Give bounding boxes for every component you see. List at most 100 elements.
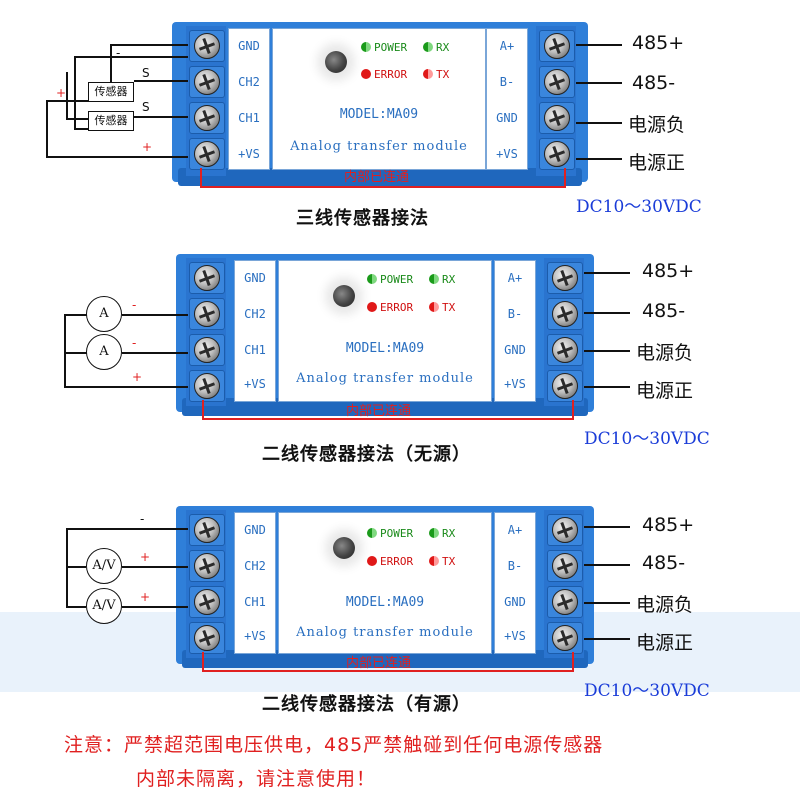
sensor-box-1: 传感器	[88, 82, 134, 102]
internal-link-wire	[202, 670, 574, 672]
terminal-b-minus[interactable]	[547, 550, 583, 582]
address-knob[interactable]	[325, 51, 347, 73]
internal-link-wire	[572, 652, 574, 672]
wire	[584, 564, 630, 566]
wire	[576, 44, 622, 46]
terminal-vs[interactable]	[189, 138, 225, 170]
terminal-a-plus[interactable]	[547, 514, 583, 546]
terminal-ch1[interactable]	[189, 102, 225, 134]
terminal-gnd[interactable]	[189, 262, 225, 294]
terminal-ch2[interactable]	[189, 550, 225, 582]
terminal-ch2[interactable]	[189, 66, 225, 98]
internal-link-label: 内部已连通	[346, 404, 412, 419]
wire	[134, 80, 188, 82]
wire	[66, 566, 86, 568]
screw-icon	[194, 265, 220, 291]
wire	[584, 386, 630, 388]
wire	[584, 350, 630, 352]
screw-icon	[552, 517, 578, 543]
terminal-b-minus[interactable]	[539, 66, 575, 98]
minus-mark: -	[132, 298, 137, 312]
terminal-485-plus: 485+	[642, 514, 695, 536]
screw-icon	[194, 337, 220, 363]
led-error: ERROR	[367, 555, 413, 568]
terminal-gnd-right[interactable]	[547, 334, 583, 366]
terminal-a-plus[interactable]	[547, 262, 583, 294]
terminal-vs[interactable]	[189, 370, 225, 402]
pin-label: B-	[507, 559, 523, 573]
module-panel: POWER RX ERROR TX MODEL:MA09 Analog tran…	[278, 260, 492, 402]
supply-voltage: DC10～30VDC	[584, 429, 710, 449]
led-icon	[367, 302, 377, 312]
wire	[74, 128, 88, 130]
terminal-vs-right[interactable]	[547, 370, 583, 402]
pin-label: B-	[507, 307, 523, 321]
left-pin-labels: GND CH2 CH1 +VS	[228, 28, 270, 170]
led-label: POWER	[374, 41, 408, 54]
right-pin-labels: A+ B- GND +VS	[494, 512, 536, 654]
wire	[584, 638, 630, 640]
screw-icon	[552, 265, 578, 291]
wire	[66, 118, 88, 120]
led-label: ERROR	[380, 555, 414, 568]
supply-voltage: DC10～30VDC	[576, 197, 702, 217]
internal-link-wire	[202, 418, 574, 420]
led-label: RX	[442, 273, 456, 286]
led-label: TX	[436, 68, 450, 81]
terminal-gnd[interactable]	[189, 30, 225, 62]
terminal-a-plus[interactable]	[539, 30, 575, 62]
right-pin-labels: A+ B- GND +VS	[494, 260, 536, 402]
screw-icon	[194, 625, 220, 651]
terminal-gnd-right[interactable]	[539, 102, 575, 134]
pin-label: B-	[499, 75, 515, 89]
wire	[122, 314, 188, 316]
terminal-gnd[interactable]	[189, 514, 225, 546]
model-label: MODEL:MA09	[345, 341, 425, 356]
signal-mark: S	[142, 66, 150, 80]
wire	[74, 56, 76, 128]
module-panel: POWER RX ERROR TX MODEL:MA09 Analog tran…	[278, 512, 492, 654]
terminal-ch1[interactable]	[189, 586, 225, 618]
wire	[122, 606, 188, 608]
module-description: Analog transfer module	[296, 625, 474, 640]
led-tx: TX	[423, 68, 449, 81]
plus-mark: +	[56, 86, 67, 100]
terminal-vs[interactable]	[189, 622, 225, 654]
terminal-vs-right[interactable]	[547, 622, 583, 654]
right-terminal-block	[544, 258, 584, 406]
wire	[584, 526, 630, 528]
pin-label: CH2	[244, 307, 266, 321]
ammeter-icon: A	[86, 334, 122, 370]
terminal-gnd-right[interactable]	[547, 586, 583, 618]
terminal-ch2[interactable]	[189, 298, 225, 330]
pin-label: +VS	[504, 377, 526, 391]
terminal-ch1[interactable]	[189, 334, 225, 366]
wire	[576, 122, 622, 124]
section-title: 二线传感器接法（有源）	[262, 694, 471, 715]
address-knob[interactable]	[333, 537, 355, 559]
screw-icon	[544, 33, 570, 59]
wire	[584, 272, 630, 274]
left-terminal-block	[186, 26, 226, 176]
plus-mark: +	[142, 140, 153, 154]
screw-icon	[544, 105, 570, 131]
led-error: ERROR	[361, 68, 407, 81]
led-label: TX	[442, 555, 456, 568]
pin-label: +VS	[496, 147, 518, 161]
terminal-b-minus[interactable]	[547, 298, 583, 330]
terminal-vs-right[interactable]	[539, 138, 575, 170]
pin-label: GND	[244, 271, 266, 285]
section-title: 三线传感器接法	[296, 208, 429, 229]
module-description: Analog transfer module	[296, 371, 474, 386]
pin-label: A+	[507, 271, 523, 285]
pin-label: CH1	[238, 111, 260, 125]
screw-icon	[194, 301, 220, 327]
screw-icon	[194, 517, 220, 543]
led-label: RX	[436, 41, 450, 54]
wire	[66, 606, 86, 608]
led-icon	[429, 274, 439, 284]
section-title: 二线传感器接法（无源）	[262, 444, 471, 465]
wire	[134, 116, 188, 118]
address-knob[interactable]	[333, 285, 355, 307]
